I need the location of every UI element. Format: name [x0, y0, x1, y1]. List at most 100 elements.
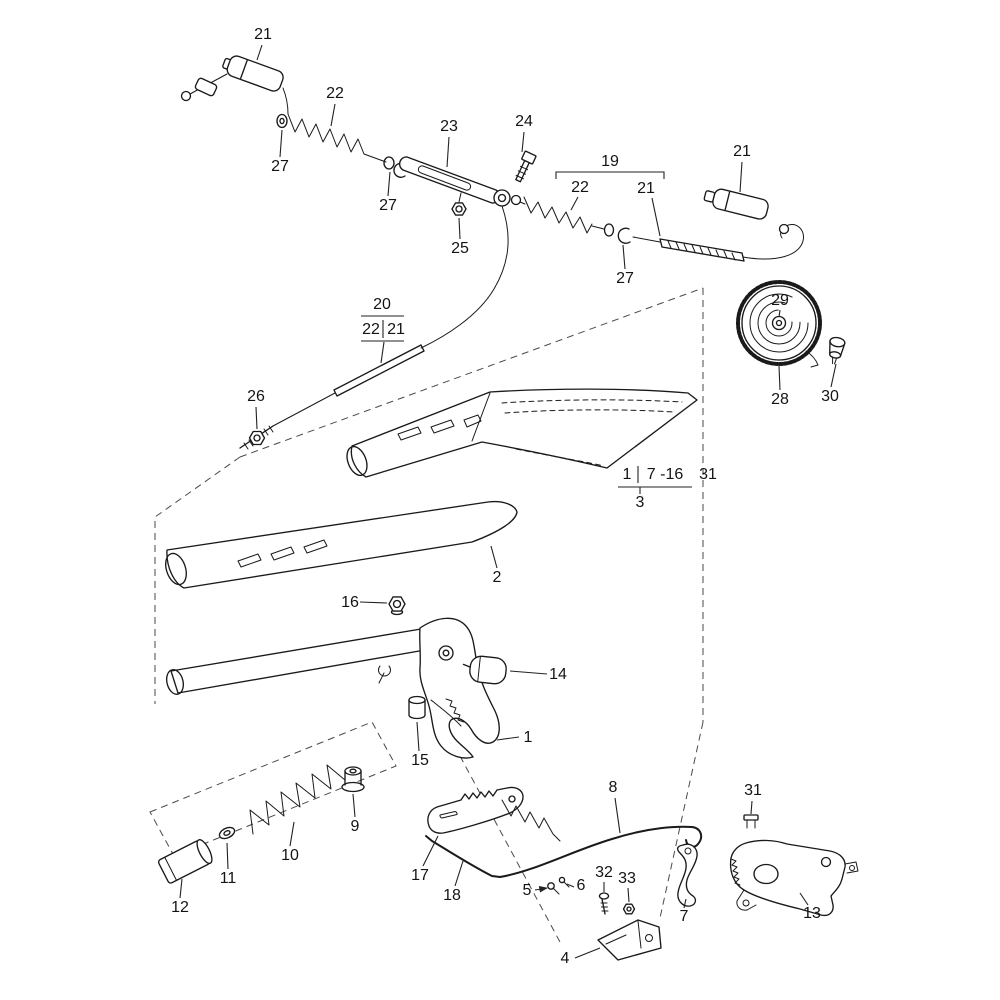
label-32-screw: 32: [595, 864, 613, 881]
label-29-hub: 29: [771, 292, 789, 309]
cable-nipple-rear-end: [778, 223, 790, 235]
rear-bracket-parts: [597, 814, 859, 961]
leader-31-clip: [750, 800, 753, 815]
washer-11: [218, 826, 236, 840]
label-28-clock-spring: 28: [771, 391, 789, 408]
label-17-segment: 17: [411, 867, 429, 884]
cable-sleeve-21-front: [222, 55, 284, 92]
leader-9-bushing: [352, 793, 356, 818]
label-5-screw: 5: [523, 882, 532, 899]
leader-16-nut: [359, 601, 388, 604]
cable-wire: [282, 87, 289, 115]
handle-3: [346, 388, 698, 478]
ratchet-and-rods: [425, 786, 703, 878]
cable-wire: [519, 201, 526, 205]
spring-10: [249, 764, 346, 835]
label-11-washer: 11: [220, 870, 237, 887]
label-group-20-item: 21: [387, 321, 405, 338]
bushing-9-body: [344, 770, 362, 786]
washer-27-front: [276, 113, 288, 129]
pawl-spring: [501, 799, 561, 842]
bushing-9-hole: [349, 768, 357, 774]
bracket-13-small-hole: [820, 856, 832, 868]
leader-27-clip-rear: [622, 244, 626, 270]
lever-tube-opening: [165, 669, 185, 695]
sleeve-section-line: [724, 191, 731, 211]
screw-32-threads: [600, 902, 609, 912]
washer-27-mid: [383, 156, 395, 170]
rod-18: [425, 835, 501, 878]
leader-26-nut: [255, 406, 258, 430]
conduit-hatch: [667, 240, 736, 261]
construction-line: [154, 456, 241, 704]
sleeve-body: [226, 55, 284, 92]
washer-hole: [223, 830, 231, 836]
brake-cable-20: [239, 205, 509, 450]
hub-29-hole: [775, 319, 783, 327]
leader-10-spring: [289, 821, 295, 847]
bracket-4-edge: [605, 934, 627, 945]
leader-28-clock-spring: [778, 365, 781, 391]
cable-ferrule: [194, 77, 218, 97]
leader-4-bracket: [574, 947, 601, 959]
boot-fold: [515, 448, 605, 467]
washer-27-front-hole: [279, 117, 285, 125]
spring-clip: [378, 665, 391, 684]
button-section-line: [477, 656, 481, 682]
spring-rim: [741, 285, 817, 361]
spring-coil: [765, 309, 793, 337]
construction-line: [659, 721, 704, 919]
grip-slot: [463, 414, 482, 428]
lever-rod-hole: [438, 645, 454, 661]
bolt-body: [829, 340, 846, 357]
group-19-bracket: [555, 171, 665, 179]
screw-6-shaft: [563, 881, 570, 888]
grip-slot: [270, 546, 295, 561]
spring-coil: [749, 293, 809, 353]
boot-fold: [501, 399, 683, 404]
nut-25-hole: [455, 205, 463, 213]
label-legend-item: 1: [623, 466, 632, 483]
label-33-nut: 33: [618, 870, 636, 887]
label-27-washer-front: 27: [271, 158, 289, 175]
label-12-sleeve: 12: [171, 899, 189, 916]
parts-layer: [157, 55, 859, 961]
label-13-bracket: 13: [803, 905, 821, 922]
label-group-20-item: 22: [362, 321, 380, 338]
leader-11-washer: [226, 842, 229, 870]
equalizer-slot: [417, 165, 472, 191]
leader-7-lever-arm: [683, 898, 687, 909]
band-hook: [805, 350, 819, 368]
leader-15-pin: [416, 721, 420, 752]
handle-3-outline: [350, 388, 698, 478]
label-21-cable-sleeve-front: 21: [254, 26, 272, 43]
equalizer-eye-hole: [497, 193, 507, 203]
clock-spring-28: [736, 280, 822, 368]
label-group-19-item: 22: [571, 179, 589, 196]
leader-25-nut: [458, 217, 461, 240]
sleeve-end: [196, 839, 213, 865]
screw-5-shaft: [552, 887, 560, 895]
label-8-rod: 8: [609, 779, 618, 796]
leader-group-20: [380, 341, 385, 364]
cable-conduit-20: [333, 344, 425, 397]
grip-slot: [303, 539, 328, 554]
leader-2-handle: [490, 545, 498, 569]
sleeve-12: [157, 839, 213, 884]
label-21-cable-sleeve-rear: 21: [733, 143, 751, 160]
leader-6-screw: [566, 883, 575, 888]
label-24-screw: 24: [515, 113, 533, 130]
label-legend-item: 7 -16: [647, 466, 684, 483]
lever-arm-7-hole: [684, 847, 692, 855]
leader-29-hub: [778, 309, 781, 318]
nut-33: [622, 903, 636, 915]
leader-8-rod: [614, 797, 621, 834]
leader-21-cable-sleeve-front: [256, 44, 263, 61]
cable-wire: [363, 153, 387, 163]
leader-5-screw: [534, 886, 549, 893]
bracket-13: [729, 839, 846, 917]
construction-lines: [149, 287, 704, 943]
hub-29: [771, 315, 787, 331]
pin-body: [408, 699, 426, 720]
button-stem: [462, 663, 471, 668]
